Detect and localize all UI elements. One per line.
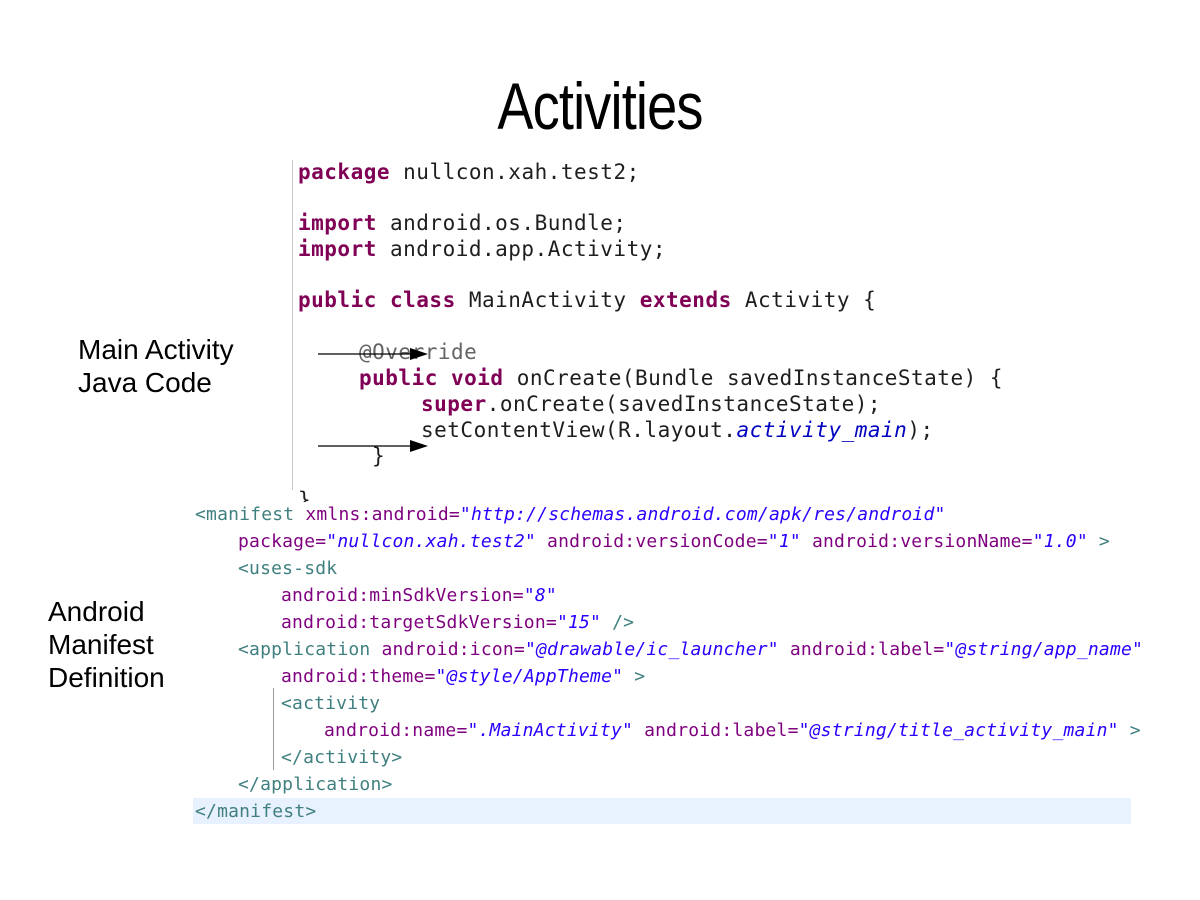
- xml-line-activity-close: </activity>: [281, 747, 403, 768]
- java-line-oncreate-signature: public void onCreate(Bundle savedInstanc…: [359, 366, 1003, 390]
- xml-value: "@drawable/ic_launcher": [524, 639, 779, 660]
- keyword: public class: [298, 288, 456, 312]
- code-text: MainActivity: [455, 288, 640, 312]
- java-line-super-oncreate: super.onCreate(savedInstanceState);: [421, 392, 881, 416]
- xml-value: "1": [767, 531, 801, 552]
- xml-attr: android:label=: [633, 720, 799, 741]
- xml-value: "15": [556, 612, 602, 633]
- xml-attr: android:name=: [324, 720, 468, 741]
- xml-line-target-sdk: android:targetSdkVersion="15" />: [281, 612, 634, 633]
- xml-value: "@string/app_name": [944, 639, 1144, 660]
- xml-value: "@string/title_activity_main": [798, 720, 1119, 741]
- keyword: package: [298, 160, 391, 184]
- java-line-class-declaration: public class MainActivity extends Activi…: [298, 288, 876, 312]
- xml-attr: android:versionCode=: [536, 531, 768, 552]
- xml-tag-end: >: [623, 666, 646, 687]
- label-android-manifest-definition: Android Manifest Definition: [48, 596, 165, 693]
- label-main-activity-java-code: Main Activity Java Code: [78, 334, 234, 398]
- xml-attr: android:minSdkVersion=: [281, 585, 524, 606]
- java-line-class-close-brace: }: [298, 488, 312, 502]
- java-line-package: package nullcon.xah.test2;: [298, 160, 640, 184]
- arrow-right-icon: [318, 440, 428, 452]
- code-text: nullcon.xah.test2;: [390, 160, 640, 184]
- keyword: public void: [359, 366, 504, 390]
- xml-line-activity-name: android:name=".MainActivity" android:lab…: [324, 720, 1141, 741]
- java-line-import-bundle: import android.os.Bundle;: [298, 211, 627, 235]
- xml-attr: android:versionName=: [800, 531, 1033, 552]
- xml-value: "1.0": [1032, 531, 1088, 552]
- code-text: .onCreate(savedInstanceState);: [486, 392, 882, 416]
- xml-tag: <application: [238, 639, 371, 660]
- xml-attr: android:theme=: [281, 666, 436, 687]
- xml-line-theme: android:theme="@style/AppTheme" >: [281, 666, 645, 687]
- xml-tag-end: >: [1087, 531, 1110, 552]
- code-gutter-line: [292, 160, 293, 490]
- xml-tag-end: />: [601, 612, 635, 633]
- xml-line-manifest-close: </manifest>: [195, 801, 317, 822]
- code-text: setContentView(R.layout.: [421, 418, 737, 442]
- xml-line-application-open: <application android:icon="@drawable/ic_…: [238, 639, 1143, 660]
- xml-attr: xmlns:android=: [294, 504, 460, 525]
- indent-guide-line: [273, 688, 274, 770]
- keyword: super: [421, 392, 487, 416]
- xml-line-manifest-open: <manifest xmlns:android="http://schemas.…: [195, 504, 946, 525]
- xml-attr: android:targetSdkVersion=: [281, 612, 557, 633]
- xml-tag: <manifest: [195, 504, 295, 525]
- code-text: );: [907, 418, 934, 442]
- xml-line-activity-open: <activity: [281, 693, 381, 714]
- xml-value: ".MainActivity": [467, 720, 634, 741]
- xml-value: "@style/AppTheme": [435, 666, 624, 687]
- code-text: android.app.Activity;: [376, 237, 667, 261]
- java-line-import-activity: import android.app.Activity;: [298, 237, 666, 261]
- xml-value: "8": [523, 585, 557, 606]
- slide-title: Activities: [497, 69, 703, 143]
- xml-attr: package=: [238, 531, 327, 552]
- code-text: android.os.Bundle;: [376, 211, 627, 235]
- xml-line-application-close: </application>: [238, 774, 393, 795]
- arrow-right-icon: [318, 348, 428, 360]
- xml-tag-end: >: [1118, 720, 1141, 741]
- keyword: import: [298, 211, 377, 235]
- keyword: extends: [639, 288, 732, 312]
- code-text: onCreate(Bundle savedInstanceState) {: [503, 366, 1004, 390]
- xml-attr: android:label=: [778, 639, 945, 660]
- xml-line-uses-sdk: <uses-sdk: [238, 558, 338, 579]
- xml-value: "nullcon.xah.test2": [326, 531, 536, 552]
- xml-line-min-sdk: android:minSdkVersion="8": [281, 585, 557, 606]
- current-line-highlight: [193, 798, 1131, 824]
- xml-value: "http://schemas.android.com/apk/res/andr…: [459, 504, 946, 525]
- field-reference: activity_main: [736, 418, 908, 442]
- keyword: import: [298, 237, 377, 261]
- xml-line-package: package="nullcon.xah.test2" android:vers…: [238, 531, 1110, 552]
- java-line-setcontentview: setContentView(R.layout.activity_main);: [421, 418, 934, 442]
- java-line-method-close-brace: }: [372, 444, 386, 468]
- xml-attr: android:icon=: [370, 639, 525, 660]
- code-text: Activity {: [731, 288, 877, 312]
